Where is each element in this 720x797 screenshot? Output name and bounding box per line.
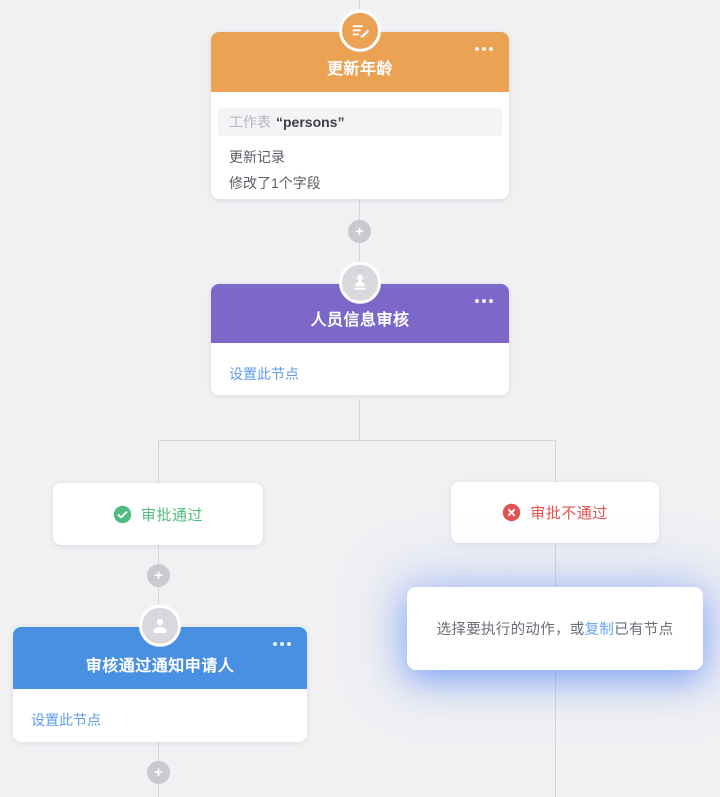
node-title: 更新年龄 xyxy=(326,61,393,78)
person-icon xyxy=(139,604,181,647)
node-body: 设置此节点 xyxy=(211,343,509,401)
branch-label: 审批不通过 xyxy=(530,505,608,522)
plus-icon: + xyxy=(154,567,163,584)
configure-node-link[interactable]: 设置此节点 xyxy=(229,366,299,382)
node-menu-button[interactable] xyxy=(472,44,496,54)
plus-icon: + xyxy=(355,223,364,240)
branch-card-rejected[interactable]: 审批不通过 xyxy=(451,482,659,543)
node-menu-button[interactable] xyxy=(270,639,294,649)
x-circle-icon xyxy=(502,503,521,522)
node-header: 审核通过通知申请人 xyxy=(13,604,307,689)
hint-text: 选择要执行的动作，或 xyxy=(436,622,585,638)
edit-record-icon xyxy=(339,9,381,52)
node-detail-line: 修改了1个字段 xyxy=(229,175,321,191)
connector-line xyxy=(359,399,360,441)
worksheet-name: “persons” xyxy=(276,114,345,130)
approval-stamp-icon xyxy=(339,261,381,304)
node-menu-button[interactable] xyxy=(472,296,496,306)
branch-split-line xyxy=(158,440,556,441)
node-title: 审核通过通知申请人 xyxy=(85,658,235,675)
node-detail-line: 更新记录 xyxy=(229,149,285,165)
branch-label: 审批通过 xyxy=(140,506,203,524)
node-card-update-age[interactable]: 更新年龄 工作表 “persons” 更新记录 修改了1个字段 xyxy=(211,9,509,199)
plus-icon: + xyxy=(154,764,163,781)
node-header: 人员信息审核 xyxy=(211,261,509,343)
check-circle-icon xyxy=(113,505,132,524)
connector-line xyxy=(555,543,556,797)
connector-line xyxy=(555,440,556,482)
add-node-button[interactable]: + xyxy=(147,564,170,587)
worksheet-row: 工作表 “persons” xyxy=(218,108,502,136)
branch-card-approved[interactable]: 审批通过 xyxy=(53,483,263,545)
connector-line xyxy=(158,440,159,483)
add-node-button[interactable]: + xyxy=(348,220,371,243)
node-title: 人员信息审核 xyxy=(310,312,410,329)
add-node-button[interactable]: + xyxy=(147,761,170,784)
empty-slot-hint: 选择要执行的动作，或复制已有节点 xyxy=(407,587,703,670)
node-card-notify[interactable]: 审核通过通知申请人 设置此节点 xyxy=(13,604,307,742)
node-header: 更新年龄 xyxy=(211,9,509,92)
hint-text: 已有节点 xyxy=(614,622,674,638)
node-card-review[interactable]: 人员信息审核 设置此节点 xyxy=(211,261,509,395)
copy-node-link[interactable]: 复制 xyxy=(584,622,615,638)
node-body: 工作表 “persons” 更新记录 修改了1个字段 xyxy=(211,92,509,208)
configure-node-link[interactable]: 设置此节点 xyxy=(31,712,101,728)
node-body: 设置此节点 xyxy=(13,689,307,747)
worksheet-label: 工作表 xyxy=(229,114,271,130)
